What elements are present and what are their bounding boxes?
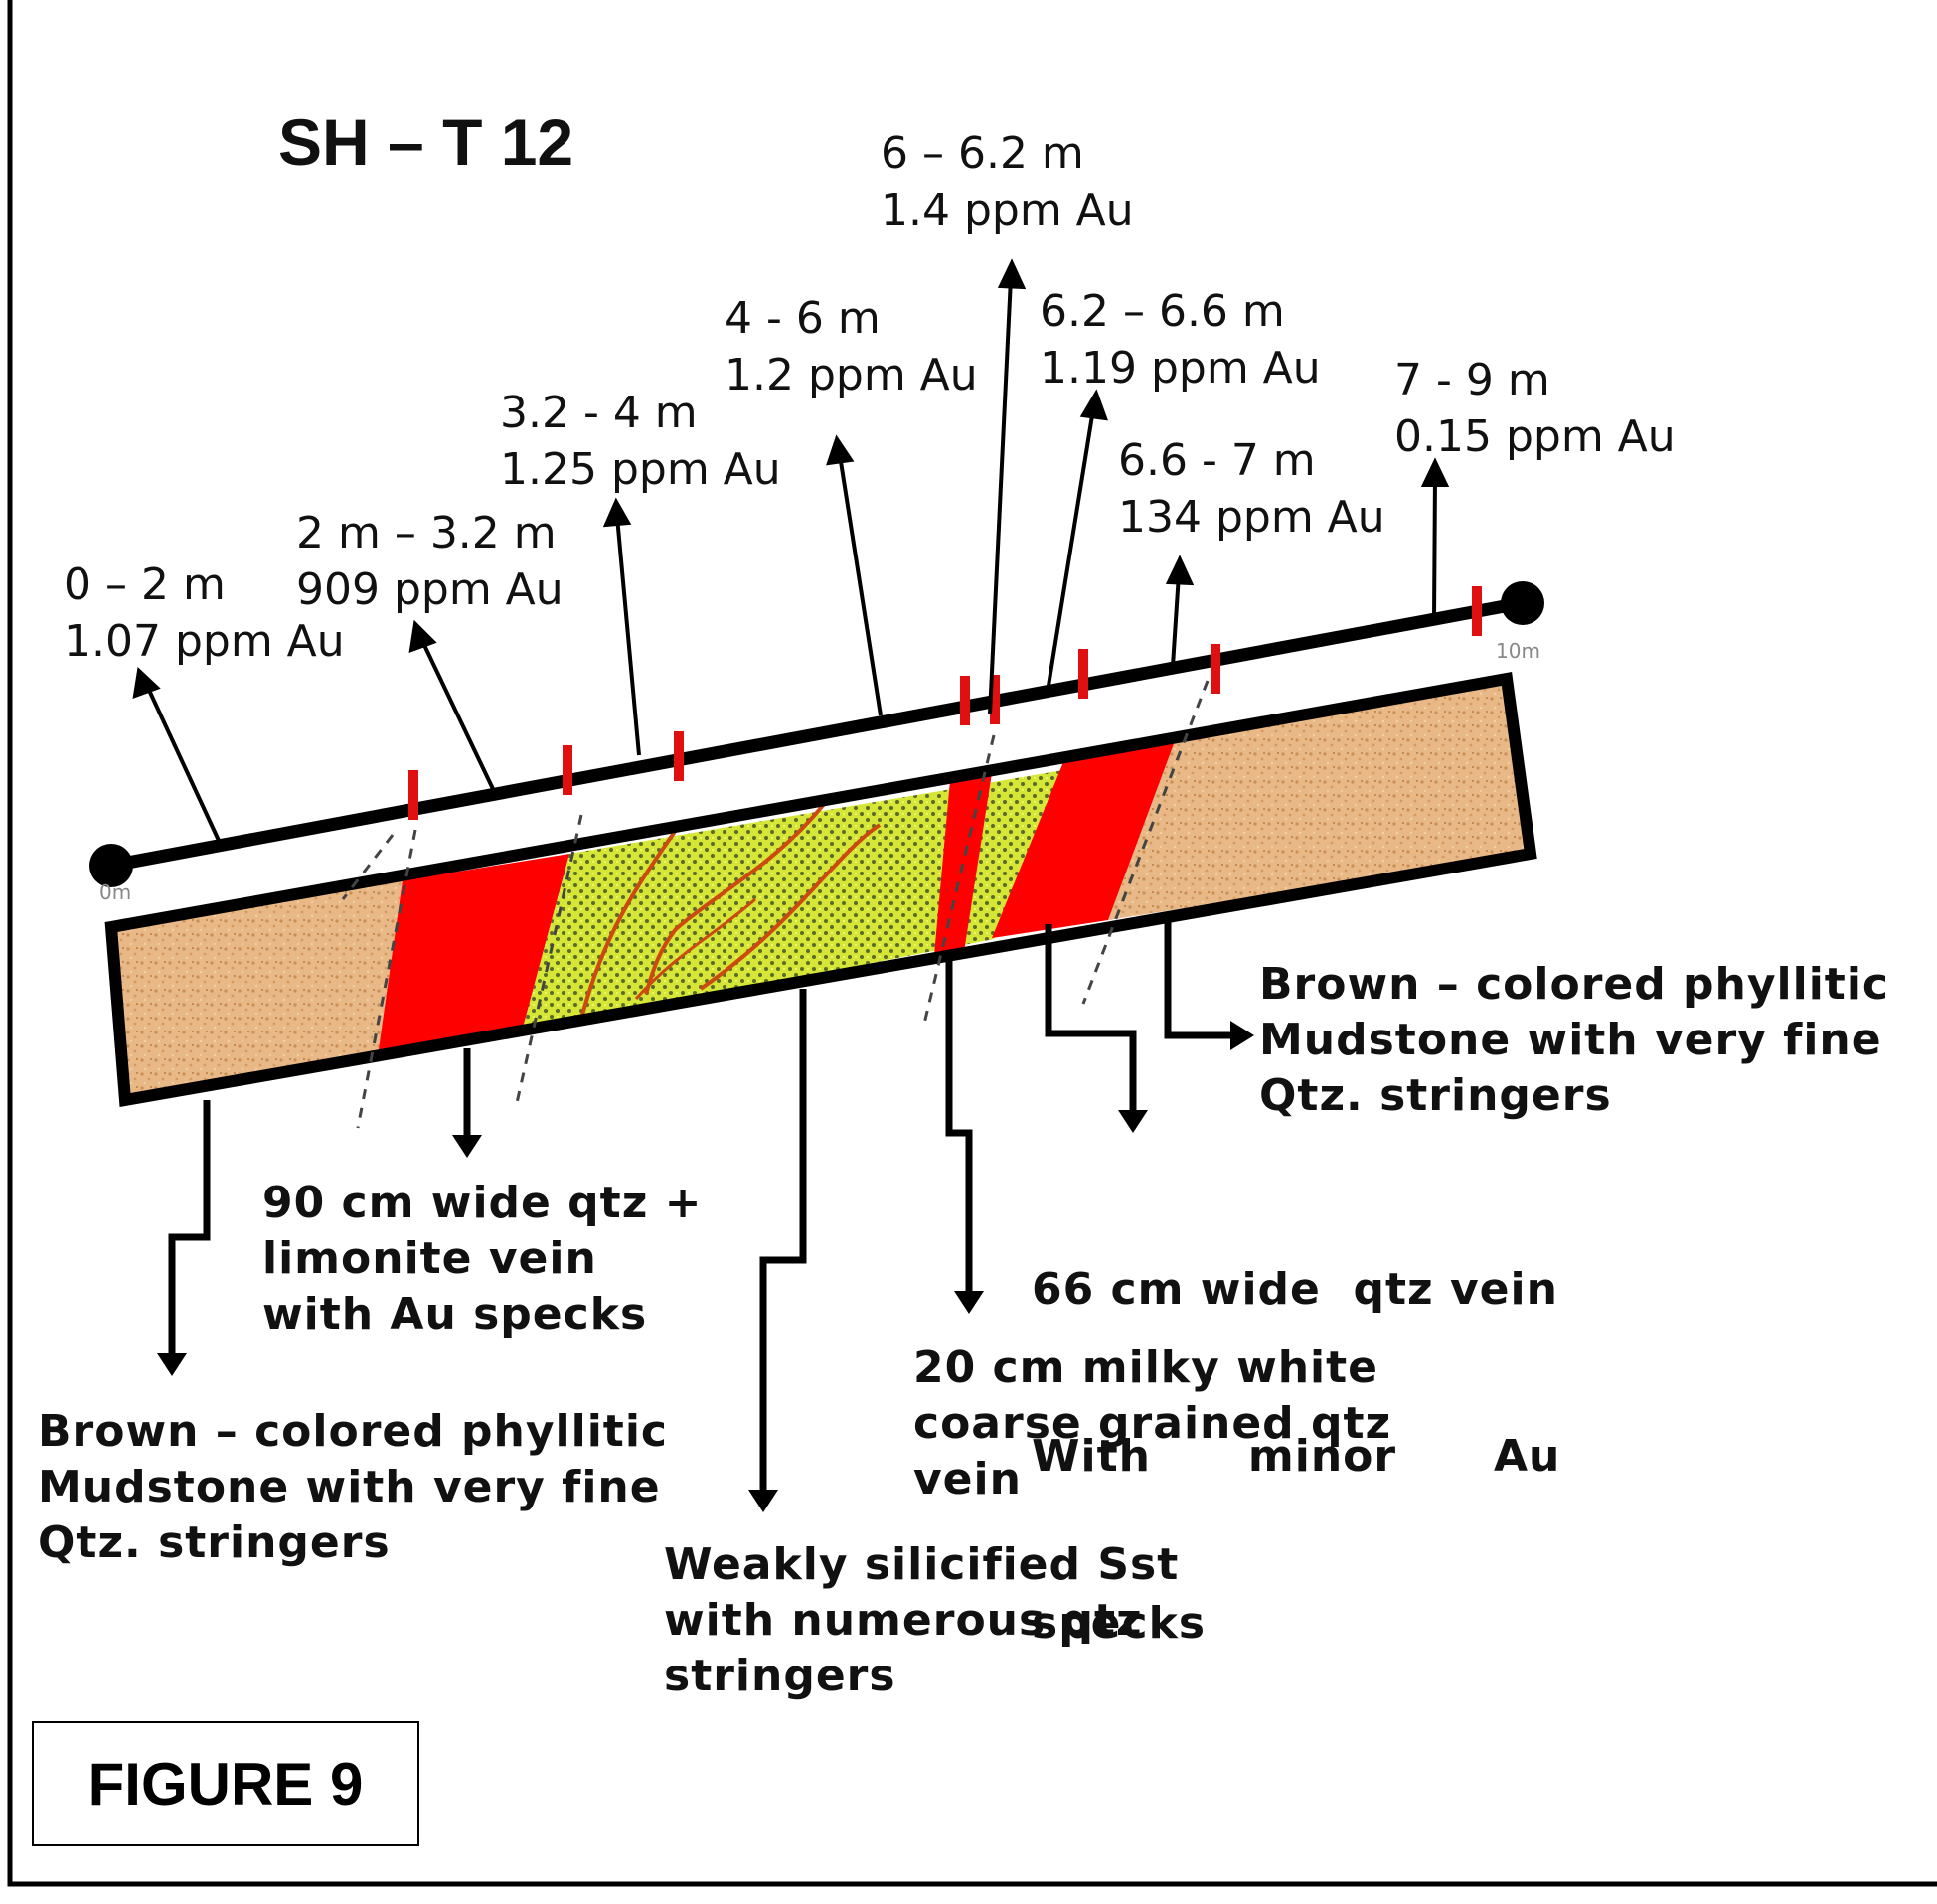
note-line: Brown – colored phyllitic <box>1259 959 1889 1010</box>
callout-arrowheads <box>157 1021 1254 1512</box>
quartz-stringer <box>644 801 827 995</box>
note-line: vein <box>913 1454 1022 1505</box>
sample-interval: 3.2 - 4 m <box>500 388 698 438</box>
note-mudstone-right: Brown – colored phyllitic Mudstone with … <box>1259 957 1889 1124</box>
note-line: stringers <box>664 1651 896 1701</box>
scale-start-label: 0m <box>99 880 131 904</box>
quartz-stringer <box>634 897 756 1000</box>
quartz-stringer <box>699 823 882 991</box>
quartz-stringer <box>579 828 678 1020</box>
sample-grade: 1.2 ppm Au <box>725 350 978 400</box>
tape-end-marker <box>1501 581 1544 625</box>
sample-label-5: 6 – 6.2 m 1.4 ppm Au <box>881 125 1134 238</box>
note-line: Mudstone with very fine <box>1259 1015 1882 1065</box>
sample-interval: 6.2 – 6.6 m <box>1040 286 1285 337</box>
sample-label-2: 2 m – 3.2 m 909 ppm Au <box>296 505 564 618</box>
note-line: Mudstone with very fine <box>38 1462 661 1512</box>
sample-grade: 1.07 ppm Au <box>64 616 345 667</box>
note-line: specks <box>1032 1598 1207 1649</box>
sample-grade: 1.4 ppm Au <box>881 185 1134 236</box>
note-line: Qtz. stringers <box>1259 1070 1612 1121</box>
sample-interval: 0 – 2 m <box>64 559 226 610</box>
vein-90cm <box>378 854 569 1056</box>
note-line: Qtz. stringers <box>38 1517 391 1568</box>
figure-label: FIGURE 9 <box>87 1750 364 1818</box>
note-sandstone: Weakly silicified Sst with numerous qtz … <box>664 1537 1179 1704</box>
note-line: 90 cm wide qtz + <box>262 1178 703 1228</box>
sample-grade: 1.25 ppm Au <box>500 444 781 495</box>
sample-label-7: 6.6 - 7 m 134 ppm Au <box>1118 432 1385 546</box>
note-line: Brown – colored phyllitic <box>38 1406 668 1457</box>
sample-label-4: 4 - 6 m 1.2 ppm Au <box>725 290 978 403</box>
sample-grade: 1.19 ppm Au <box>1040 343 1321 394</box>
sample-label-1: 0 – 2 m 1.07 ppm Au <box>64 556 345 670</box>
note-line: with Au specks <box>262 1289 648 1340</box>
sample-tape <box>109 596 1523 873</box>
sample-label-8: 7 - 9 m 0.15 ppm Au <box>1394 352 1676 465</box>
sample-interval: 2 m – 3.2 m <box>296 508 557 558</box>
diagram-title: SH – T 12 <box>278 105 574 179</box>
note-vein-66cm: 66 cm wide qtz vein With minor Au specks <box>1032 1151 1560 1707</box>
sample-grade: 134 ppm Au <box>1118 492 1385 543</box>
sample-leaders <box>132 258 1450 846</box>
tape-start-marker <box>89 844 133 887</box>
mudstone-body-right <box>1108 679 1531 920</box>
mudstone-body-left <box>111 880 403 1100</box>
sample-interval: 6 – 6.2 m <box>881 128 1084 179</box>
sample-grade: 0.15 ppm Au <box>1394 411 1676 462</box>
sample-interval: 4 - 6 m <box>725 293 881 344</box>
note-mudstone-left: Brown – colored phyllitic Mudstone with … <box>38 1404 668 1571</box>
column-outline <box>104 671 1537 1108</box>
note-line: with numerous qtz <box>664 1595 1143 1646</box>
sandstone-body <box>522 770 1063 1031</box>
lithology-callouts <box>168 919 1232 1493</box>
page-frame <box>7 0 1937 1887</box>
note-line: With minor Au <box>1032 1431 1561 1482</box>
sample-grade: 909 ppm Au <box>296 564 564 615</box>
vein-66cm <box>992 733 1178 938</box>
figure-label-box: FIGURE 9 <box>32 1721 419 1846</box>
note-line: limonite vein <box>262 1233 597 1284</box>
note-line: Weakly silicified Sst <box>664 1539 1180 1590</box>
sample-interval: 7 - 9 m <box>1394 355 1550 405</box>
sample-ticks <box>408 586 1482 820</box>
sample-label-6: 6.2 – 6.6 m 1.19 ppm Au <box>1040 283 1321 397</box>
note-line: 20 cm milky white <box>913 1343 1378 1393</box>
note-vein-20cm: 20 cm milky white coarse grained qtz vei… <box>913 1341 1391 1507</box>
sample-label-3: 3.2 - 4 m 1.25 ppm Au <box>500 385 781 498</box>
scale-end-label: 10m <box>1496 639 1540 663</box>
note-line: coarse grained qtz <box>913 1398 1392 1449</box>
note-vein-90cm: 90 cm wide qtz + limonite vein with Au s… <box>262 1176 703 1343</box>
note-line: 66 cm wide qtz vein <box>1032 1264 1558 1315</box>
structure-traces <box>341 680 1210 1129</box>
sample-interval: 6.6 - 7 m <box>1118 435 1316 486</box>
